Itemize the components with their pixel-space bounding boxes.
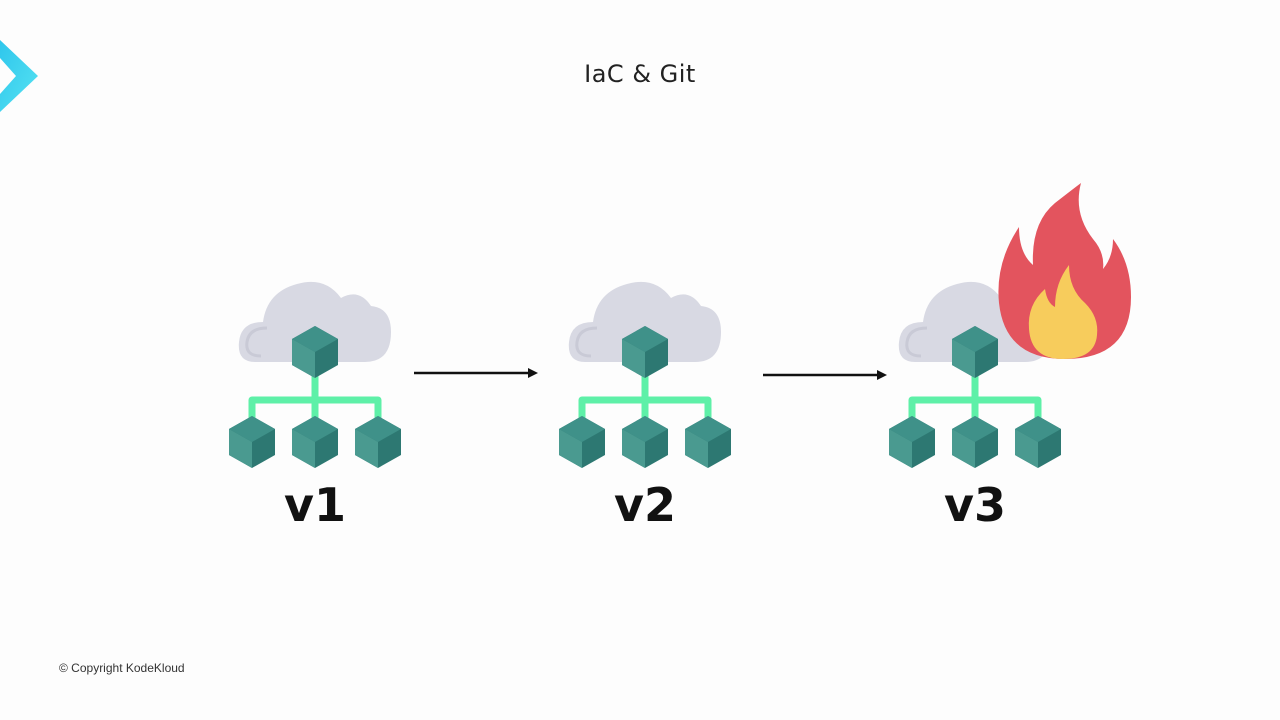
cube-icon (292, 416, 338, 468)
connector-lines (908, 366, 1042, 424)
connector-lines (248, 366, 382, 424)
kodekloud-logo-icon (0, 40, 38, 112)
connector-lines (578, 366, 712, 424)
cube-icon (1015, 416, 1061, 468)
cube-icon (559, 416, 605, 468)
cloud-icon (238, 281, 391, 362)
cube-icon (292, 326, 338, 378)
cube-icon (685, 416, 731, 468)
version-label: v3 (944, 478, 1006, 532)
cube-icon (952, 416, 998, 468)
cube-icon (229, 416, 275, 468)
cube-icon (889, 416, 935, 468)
copyright-text: © Copyright KodeKloud (59, 661, 185, 675)
cloud-network-icon (229, 281, 401, 468)
version-label: v1 (284, 478, 346, 532)
cube-icon (355, 416, 401, 468)
version-node-v2: v2 (555, 270, 735, 540)
cloud-icon (568, 281, 721, 362)
cube-icon (622, 326, 668, 378)
version-label: v2 (614, 478, 676, 532)
version-node-v1: v1 (225, 270, 405, 540)
arrow-icon (763, 370, 887, 380)
arrow-icon (414, 368, 538, 378)
slide-title: IaC & Git (584, 60, 696, 88)
cube-icon (952, 326, 998, 378)
fire-icon (998, 183, 1131, 359)
cube-icon (622, 416, 668, 468)
cloud-network-icon (559, 281, 731, 468)
